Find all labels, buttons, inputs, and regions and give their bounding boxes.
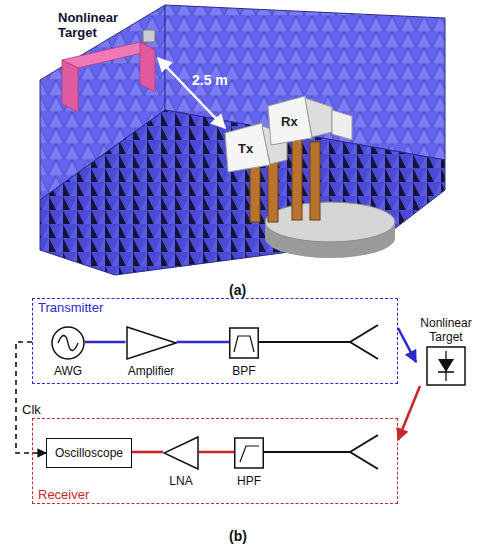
signal-wire xyxy=(199,451,234,454)
node-label: Nonlinear Target xyxy=(416,316,476,344)
signal-wire xyxy=(85,341,126,344)
symbol xyxy=(126,325,177,361)
figure-label: Tx xyxy=(238,141,253,156)
clock-line xyxy=(16,342,46,453)
node-label: LNA xyxy=(169,474,192,488)
signal-wire xyxy=(132,451,163,454)
figure-label: (b) xyxy=(229,528,247,544)
figure-label: (a) xyxy=(229,282,246,298)
signal-wire xyxy=(398,386,420,440)
figure-label: Rx xyxy=(281,114,298,129)
receiver-group: Receiver OscilloscopeLNA HPF xyxy=(32,418,398,504)
signal-wire xyxy=(398,328,416,362)
oscilloscope-box: Oscilloscope xyxy=(46,438,132,468)
node-label: Amplifier xyxy=(128,364,175,378)
symbol xyxy=(234,435,264,471)
signal-wire xyxy=(177,341,230,344)
bandpass-filter: BPF xyxy=(229,325,259,379)
awg-source: AWG xyxy=(51,325,85,379)
diode-box xyxy=(416,346,476,386)
edge-label: Clk xyxy=(22,402,41,417)
node-label: Oscilloscope xyxy=(55,446,123,460)
symbol xyxy=(51,325,85,361)
node-label: Receiver xyxy=(38,487,89,502)
highpass-filter: HPF xyxy=(234,435,264,489)
node-label: HPF xyxy=(237,474,261,488)
node-label: AWG xyxy=(54,364,82,378)
lna-symbol: LNA xyxy=(163,435,199,489)
symbol xyxy=(229,325,259,361)
nonlinear-target: Nonlinear Target xyxy=(416,316,476,386)
node-label: BPF xyxy=(232,364,255,378)
transmitter-group: TransmitterAWG Amplifier BPF xyxy=(32,298,398,384)
amplifier-symbol: Amplifier xyxy=(126,325,177,379)
figure-label: 2.5 m xyxy=(192,72,228,88)
node-label: Transmitter xyxy=(38,300,103,315)
symbol xyxy=(163,435,199,471)
figure-label: Nonlinear Target xyxy=(58,10,130,40)
